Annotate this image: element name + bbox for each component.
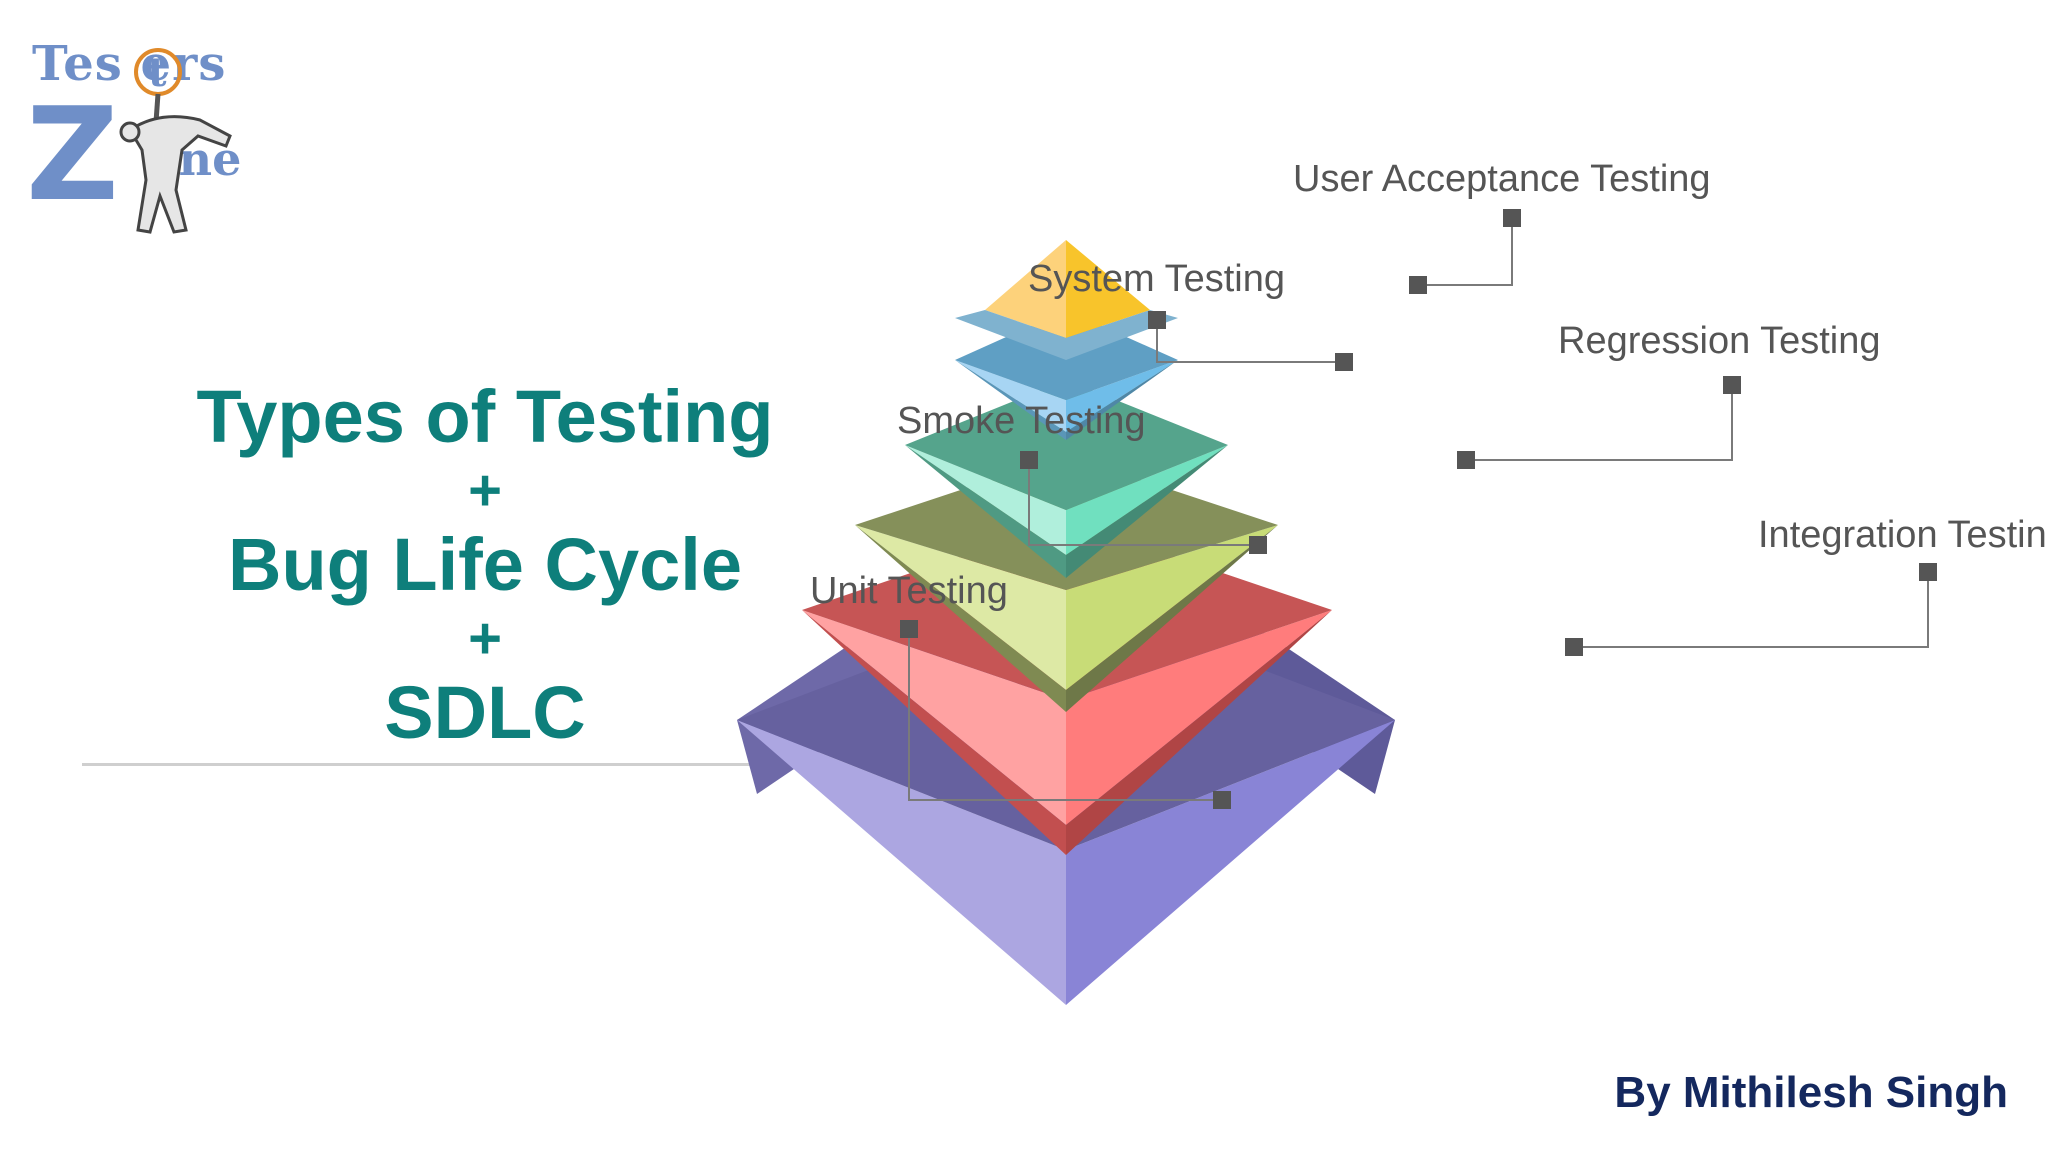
logo-z-letter: Z [26,81,119,230]
title-block: Types of Testing + Bug Life Cycle + SDLC [80,380,890,750]
marker-integration-label [1919,563,1937,581]
marker-system-level [1335,353,1353,371]
label-smoke-testing: Smoke Testing [897,400,1146,442]
marker-regression-level [1457,451,1475,469]
pyramid-level-uat [985,240,1150,338]
connector-integration [1574,572,1929,648]
label-user-acceptance-testing: User Acceptance Testing [1293,158,1711,200]
pyramid-level-regression-testing [905,380,1228,578]
title-divider [82,763,750,766]
title-plus-1: + [468,458,502,523]
title-sdlc: SDLC [384,671,586,754]
author-credit: By Mithilesh Singh [1614,1068,2008,1117]
marker-unit-level [1213,791,1231,809]
svg-text:t: t [148,49,167,96]
magnifier-man-icon: t [119,48,232,234]
marker-uat-label [1503,209,1521,227]
title-types-of-testing: Types of Testing [196,375,774,458]
marker-system-label [1148,311,1166,329]
connector-system [1156,320,1344,363]
title-bug-life-cycle: Bug Life Cycle [228,523,742,606]
connector-regression [1466,385,1733,461]
marker-smoke-label [1020,451,1038,469]
logo-top-text: Tes ers [32,36,227,92]
pyramid-level-system-testing [955,310,1178,440]
connector-smoke [1028,460,1258,546]
label-system-testing: System Testing [1028,258,1285,300]
label-regression-testing: Regression Testing [1558,320,1881,362]
label-unit-testing: Unit Testing [810,570,1008,612]
connector-uat [1418,218,1513,286]
testers-zone-logo: Tes ers Z one t [20,30,270,260]
marker-unit-label [900,620,918,638]
label-integration-testing: Integration Testing [1758,514,2048,556]
marker-smoke-level [1249,536,1267,554]
pyramid-connectors [908,218,1929,801]
pyramid-markers [900,209,1937,809]
connector-unit [908,630,1222,801]
pyramid-separators [955,310,1178,360]
marker-uat-level [1409,276,1427,294]
marker-integration-level [1565,638,1583,656]
marker-regression-label [1723,376,1741,394]
title-plus-2: + [468,606,502,671]
